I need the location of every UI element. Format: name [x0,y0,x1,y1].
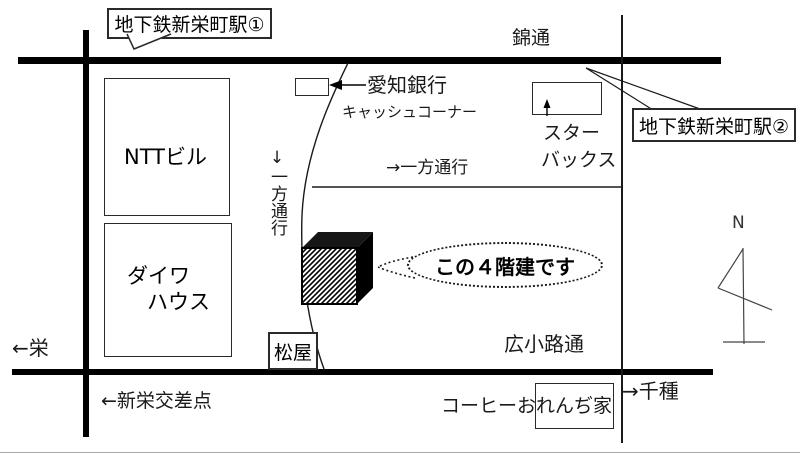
callout-tail-top [377,256,414,268]
station2-label: 地下鉄新栄町駅② [632,108,796,142]
starbucks-label-line1: スター [543,122,601,144]
compass-north-label: N [732,213,745,233]
road-left-vertical [83,30,89,437]
hirokoji-street-label: 広小路通 [504,332,584,356]
one-way-horizontal-label: →一方通行 [386,158,469,178]
target-building-cube [301,232,373,305]
starbucks-label-line2: バックス [541,149,617,171]
daiwa-house-label-line2: ハウス [147,290,210,314]
four-story-callout: この４階建です [407,242,603,288]
compass-needle-icon [717,247,773,345]
cube-top-face [302,232,373,248]
road-nishiki-street [18,57,721,64]
nishiki-street-label: 錦通 [512,27,551,49]
aichi-bank-label: 愛知銀行 [367,73,447,97]
matsuya-label-text: 松屋 [273,341,312,364]
cube-front-face [301,247,358,305]
four-story-callout-text: この４階建です [435,254,575,279]
ntt-building-label: NTTビル [124,145,207,169]
coffee-shop-box [535,383,614,429]
shinsakae-crossing-label: ←新栄交差点 [101,390,212,412]
station1-label-text: 地下鉄新栄町駅① [114,14,265,36]
aichi-bank-atm-box [295,78,329,96]
cube-right-face [357,232,373,304]
station2-label-text: 地下鉄新栄町駅② [638,115,790,138]
road-hirokoji-street [12,369,713,375]
starbucks-box [532,82,602,115]
daiwa-house-label-line1: ダイワ [127,264,190,288]
matsuya-label: 松屋 [268,332,318,370]
daiwa-house-box: ダイワ ハウス [104,223,232,357]
station2-callout-pointer [585,67,701,111]
road-curved-lane [301,62,349,370]
cash-corner-label: キャッシュコーナー [342,103,478,121]
one-way-vertical-label: ↓一方通行 [267,148,287,236]
station1-label: 地下鉄新栄町駅① [107,8,272,39]
coffee-shop-label: コーヒーおれんぢ家 [441,395,613,417]
chikusa-direction-label: →千種 [622,379,679,403]
sakae-direction-label: ←栄 [12,336,49,360]
ntt-building-box: NTTビル [104,78,230,216]
